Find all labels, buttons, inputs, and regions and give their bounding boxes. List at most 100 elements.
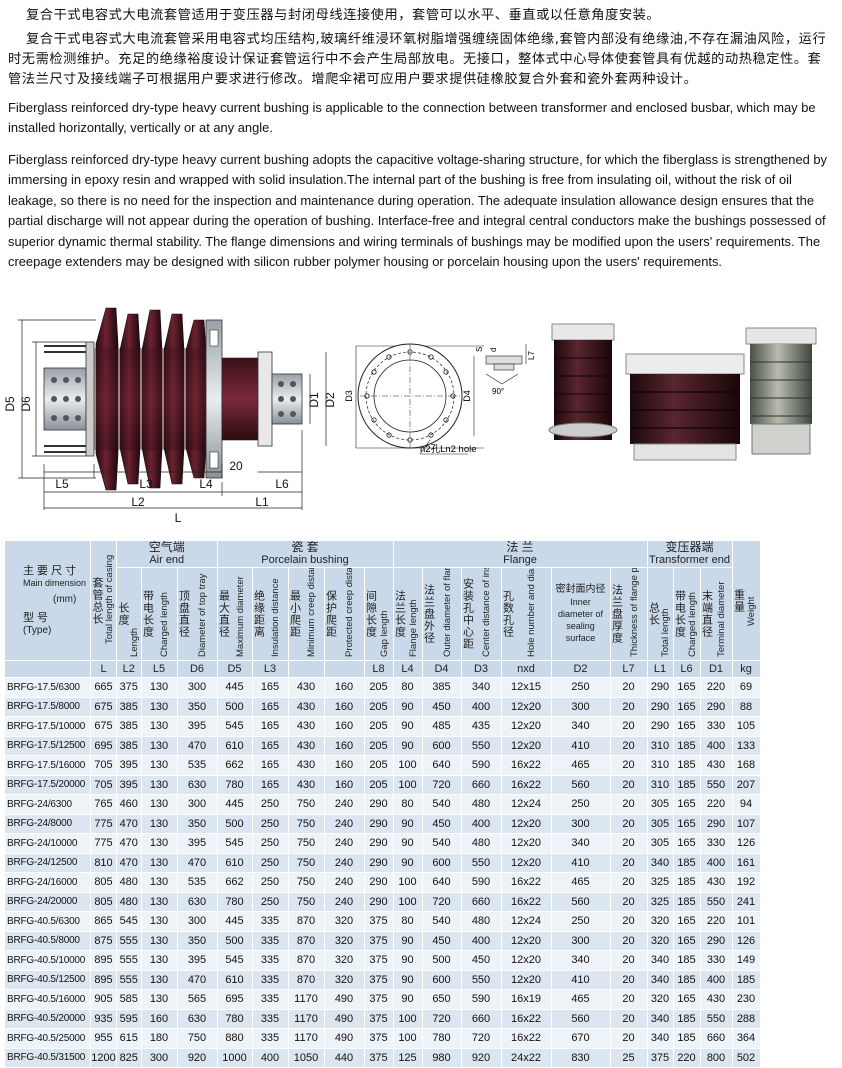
value-cell: 775	[90, 813, 117, 834]
value-cell: 240	[323, 794, 365, 815]
value-cell: 160	[140, 1008, 178, 1029]
value-cell: 335	[251, 1008, 289, 1029]
value-cell: 560	[550, 1008, 611, 1029]
value-cell: 320	[646, 930, 674, 951]
label-angle: 90°	[492, 387, 504, 396]
model-cell: BRFG-40.5/12500	[4, 969, 91, 990]
value-cell: 16x22	[500, 1008, 552, 1029]
value-cell: 20	[609, 891, 648, 912]
value-cell: 490	[323, 1028, 365, 1049]
model-cell: BRFG-17.5/10000	[4, 716, 91, 737]
value-cell: 705	[90, 774, 117, 795]
symbol-cell: D3	[460, 660, 502, 678]
value-cell: 290	[363, 872, 394, 893]
symbol-cell: L7	[609, 660, 648, 678]
value-cell: 905	[90, 989, 117, 1010]
value-cell: 400	[699, 735, 733, 756]
col-l4-zh: 法兰长度	[393, 590, 406, 638]
value-cell: 192	[731, 872, 761, 893]
value-cell: 665	[90, 677, 117, 698]
value-cell: 430	[699, 989, 733, 1010]
intro-en-paragraph-1: Fiberglass reinforced dry-type heavy cur…	[8, 100, 816, 136]
value-cell: 430	[287, 755, 325, 776]
value-cell: 165	[251, 755, 289, 776]
value-cell: 20	[609, 774, 648, 795]
label-20: 20	[229, 459, 243, 473]
value-cell: 590	[460, 755, 502, 776]
value-cell: 395	[176, 950, 218, 971]
value-cell: 300	[550, 930, 611, 951]
value-cell: 20	[609, 911, 648, 932]
value-cell: 290	[363, 794, 394, 815]
value-cell: 20	[609, 794, 648, 815]
value-cell: 375	[363, 950, 394, 971]
value-cell: 165	[672, 794, 701, 815]
label-d: d	[489, 348, 498, 352]
value-cell: 90	[392, 969, 423, 990]
value-cell: 160	[323, 696, 365, 717]
type-en: (Type)	[23, 625, 52, 636]
value-cell: 385	[116, 716, 142, 737]
value-cell: 335	[251, 930, 289, 951]
value-cell: 550	[699, 891, 733, 912]
value-cell: 305	[646, 833, 674, 854]
value-cell: 300	[176, 677, 218, 698]
value-cell: 12x20	[500, 813, 552, 834]
value-cell: 105	[731, 716, 761, 737]
symbol-cell	[287, 660, 325, 678]
value-cell: 130	[140, 716, 178, 737]
col-d6-en: Diameter of top tray	[197, 573, 209, 657]
label-s: S	[475, 347, 484, 352]
value-cell: 540	[421, 794, 462, 815]
value-cell: 305	[646, 813, 674, 834]
value-cell: 12x24	[500, 794, 552, 815]
value-cell: 90	[392, 696, 423, 717]
value-cell: 364	[731, 1028, 761, 1049]
value-cell: 250	[251, 891, 289, 912]
col-l2-zh: 长度	[117, 602, 129, 626]
value-cell: 470	[176, 852, 218, 873]
value-cell: 695	[216, 989, 253, 1010]
value-cell: 290	[363, 813, 394, 834]
value-cell: 695	[90, 735, 117, 756]
label-l2: L2	[131, 495, 145, 509]
value-cell: 565	[176, 989, 218, 1010]
value-cell: 445	[216, 911, 253, 932]
value-cell: 240	[323, 833, 365, 854]
value-cell: 750	[287, 852, 325, 873]
label-l: L	[175, 511, 182, 525]
value-cell: 24x22	[500, 1047, 552, 1068]
col-l2-en: Length	[129, 627, 140, 657]
value-cell: 430	[287, 716, 325, 737]
value-cell: 133	[731, 735, 761, 756]
value-cell: 500	[216, 696, 253, 717]
value-cell: 325	[646, 872, 674, 893]
value-cell: 600	[421, 735, 462, 756]
value-cell: 161	[731, 852, 761, 873]
value-cell: 240	[323, 891, 365, 912]
col-l7-en: Thickness of flange plate	[628, 567, 640, 658]
value-cell: 1000	[216, 1047, 253, 1068]
value-cell: 470	[116, 852, 142, 873]
value-cell: 410	[550, 969, 611, 990]
col-nxd-en: Hole number and diameter	[526, 567, 538, 658]
value-cell: 935	[90, 1008, 117, 1029]
value-cell: 490	[323, 1008, 365, 1029]
col-l5-zh: 带电长度	[141, 590, 154, 638]
col-d1-en: Terminal diameter	[716, 581, 728, 658]
value-cell: 825	[116, 1047, 142, 1068]
model-cell: BRFG-40.5/16000	[4, 989, 91, 1010]
value-cell: 130	[140, 677, 178, 698]
value-cell: 20	[609, 969, 648, 990]
model-cell: BRFG-24/10000	[4, 833, 91, 854]
value-cell: 165	[251, 716, 289, 737]
model-cell: BRFG-17.5/8000	[4, 696, 91, 717]
